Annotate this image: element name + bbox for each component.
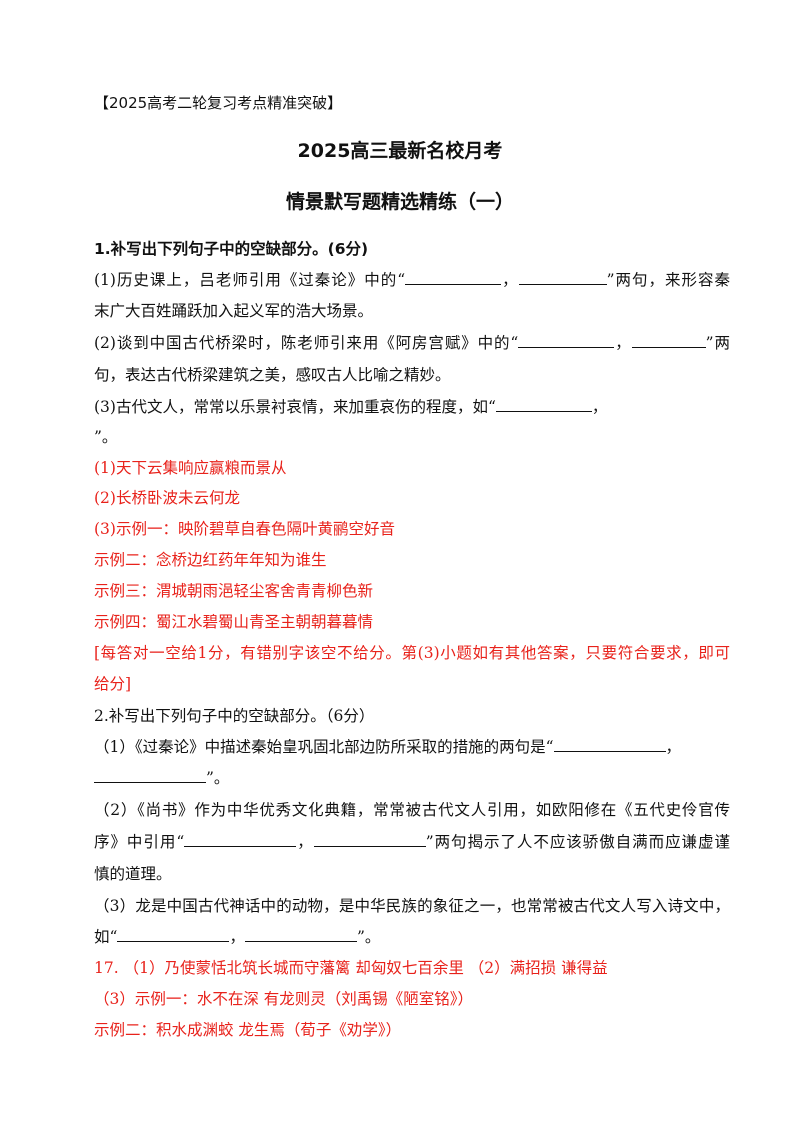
q2-p1-blank2 [94, 768, 206, 783]
q2-answer-1: 17. （1）乃使蒙恬北筑长城而守藩篱 却匈奴七百余里 （2）满招损 谦得益 [94, 959, 608, 977]
q2-p3-blank1 [117, 927, 230, 942]
q1-answer-5: 示例三：渭城朝雨浥轻尘客舍青青柳色新 [94, 582, 374, 600]
q1-p1-blank2 [518, 270, 607, 285]
q2-p3-text-c: ”。 [356, 928, 381, 946]
q1-p3-sep: ， [591, 398, 608, 416]
q2-part3-line2: 如“ ， ”。 [94, 926, 730, 948]
q2-answer-2: （3）示例一：水不在深 有龙则灵（刘禹锡《陋室铭》） [94, 990, 474, 1008]
q2-part3-line1: （3）龙是中国古代神话中的动物，是中华民族的象征之一，也常常被古代文人写入诗文中… [94, 897, 730, 915]
q2-p1-sep: ， [665, 738, 682, 756]
q1-scoring-line2: 给分] [94, 675, 132, 693]
q1-p2-blank1 [518, 333, 615, 348]
q1-p1-text-b: ”两句，来形容秦 [606, 271, 730, 289]
q2-p2-sep: ， [296, 833, 314, 851]
q2-heading: 2.补写出下列句子中的空缺部分。（6分） [94, 707, 375, 725]
q2-part1-line2: ”。 [94, 767, 730, 789]
q1-answer-6: 示例四：蜀江水碧蜀山青圣主朝朝暮暮情 [94, 613, 374, 631]
q1-part2-line2: 句，表达古代桥梁建筑之美，感叹古人比喻之精妙。 [94, 366, 451, 384]
q1-part1-line2: 末广大百姓踊跃加入起义军的浩大场景。 [94, 302, 374, 320]
q1-p2-sep: ， [614, 334, 632, 352]
q2-p2-blank2 [313, 832, 426, 847]
q1-part3-line1: (3)古代文人，常常以乐景衬哀情，来加重哀伤的程度，如“ ， [94, 396, 730, 418]
q1-p3-blank1 [495, 397, 592, 412]
q2-part1-line1: （1）《过秦论》中描述秦始皇巩固北部边防所采取的措施的两句是“ ， [94, 736, 730, 758]
header-tag: 【2025高考二轮复习考点精准突破】 [94, 94, 343, 112]
q2-p2-text-c: ”两句揭示了人不应该骄傲自满而应谦虚谨 [425, 833, 730, 851]
q2-part2-line3: 慎的道理。 [94, 865, 172, 883]
q1-answer-4: 示例二：念桥边红药年年知为谁生 [94, 551, 327, 569]
q1-answer-1: (1)天下云集响应赢粮而景从 [94, 459, 287, 477]
q1-p1-text-a: (1)历史课上，吕老师引用《过秦论》中的“ [94, 271, 406, 289]
q1-p2-blank2 [631, 333, 706, 348]
q1-answer-2: (2)长桥卧波未云何龙 [94, 489, 240, 507]
q1-part1-line1: (1)历史课上，吕老师引用《过秦论》中的“ ， ”两句，来形容秦 [94, 269, 730, 291]
q2-part2-line1: （2）《尚书》作为中华优秀文化典籍，常常被古代文人引用，如欧阳修在《五代史伶官传 [94, 801, 730, 819]
q1-part3-line2: ”。 [94, 428, 118, 446]
q1-p1-sep: ， [501, 271, 519, 289]
q2-answer-3: 示例二：积水成渊蛟 龙生焉（荀子《劝学》） [94, 1021, 402, 1039]
q2-p3-sep: ， [229, 928, 245, 946]
q2-p1-text-c: ”。 [206, 769, 230, 787]
q1-answer-3: (3)示例一：映阶碧草自春色隔叶黄鹂空好音 [94, 520, 395, 538]
q1-p2-text-a: (2)谈到中国古代桥梁时，陈老师引来用《阿房宫赋》中的“ [94, 334, 519, 352]
q2-p2-blank1 [184, 832, 297, 847]
q1-scoring-line1: [每答对一空给1分，有错别字该空不给分。第(3)小题如有其他答案，只要符合要求，… [94, 644, 730, 662]
q1-p1-blank1 [405, 270, 502, 285]
q2-p1-text-a: （1）《过秦论》中描述秦始皇巩固北部边防所采取的措施的两句是“ [94, 738, 554, 756]
q2-p1-blank1 [553, 737, 666, 752]
q2-p2-text-b: 序》中引用“ [94, 833, 185, 851]
q2-p3-text-b: 如“ [94, 928, 118, 946]
page-subtitle: 情景默写题精选精练（一） [285, 191, 514, 213]
q1-p3-text-a: (3)古代文人，常常以乐景衬哀情，来加重哀伤的程度，如“ [94, 398, 496, 416]
q1-heading: 1.补写出下列句子中的空缺部分。(6分) [94, 240, 369, 258]
q1-p2-text-b: ”两 [705, 334, 730, 352]
q2-part2-line2: 序》中引用“ ， ”两句揭示了人不应该骄傲自满而应谦虚谨 [94, 831, 730, 853]
q2-p3-blank2 [244, 927, 357, 942]
q1-part2-line1: (2)谈到中国古代桥梁时，陈老师引来用《阿房宫赋》中的“ ， ”两 [94, 332, 730, 354]
page-title: 2025高三最新名校月考 [297, 140, 503, 162]
